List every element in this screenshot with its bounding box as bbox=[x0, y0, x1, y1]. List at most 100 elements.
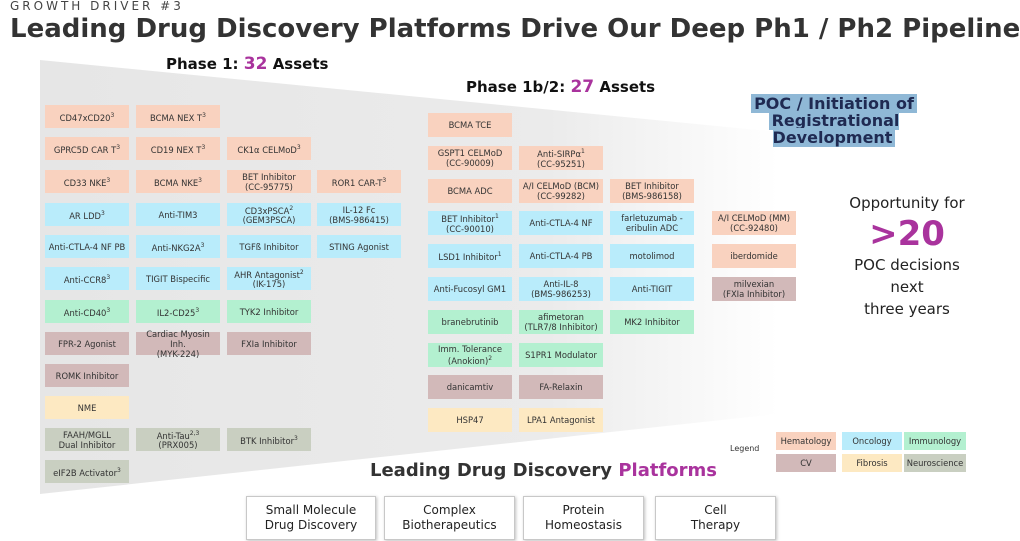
asset-subname: (CC-90009) bbox=[446, 158, 494, 168]
phase2-label: Phase 1b/2: bbox=[466, 78, 566, 96]
asset-name: ROR1 CAR-T bbox=[331, 177, 383, 188]
asset-name: Anti-SIRPα bbox=[537, 148, 582, 159]
asset-name: AR LDD bbox=[69, 210, 101, 221]
legend-swatch: Immunology bbox=[904, 432, 966, 450]
asset-footnote: 3 bbox=[100, 209, 105, 217]
asset-box: branebrutinib bbox=[428, 310, 512, 334]
poc-line1: POC / Initiation of bbox=[751, 94, 917, 113]
platform-line2: Homeostasis bbox=[545, 518, 622, 532]
asset-label: ROR1 CAR-T3 bbox=[332, 176, 386, 188]
asset-subname: (IK-175) bbox=[252, 279, 286, 290]
phase2-heading: Phase 1b/2: 27 Assets bbox=[466, 77, 655, 97]
asset-box: Anti-IL-8(BMS-986253) bbox=[519, 277, 603, 301]
asset-name: Imm. Tolerance bbox=[437, 344, 503, 355]
asset-label: S1PR1 Modulator bbox=[525, 350, 597, 360]
asset-box: CD19 NEX T3 bbox=[136, 137, 220, 160]
asset-box: AHR Antagonist2(IK-175) bbox=[227, 267, 311, 290]
asset-box: BCMA TCE bbox=[428, 113, 512, 137]
asset-box: CD3xPSCA2(GEM3PSCA) bbox=[227, 203, 311, 226]
asset-name: BCMA ADC bbox=[447, 186, 493, 196]
asset-subname: Dual Inhibitor bbox=[58, 439, 116, 450]
asset-label: branebrutinib bbox=[442, 317, 499, 327]
legend-swatch: Fibrosis bbox=[842, 454, 902, 472]
asset-footnote: 3 bbox=[106, 306, 111, 314]
asset-label: IL-12 Fc(BMS-986415) bbox=[329, 205, 389, 225]
asset-name: HSP47 bbox=[456, 415, 484, 425]
asset-label: IL2-CD253 bbox=[157, 306, 199, 318]
asset-box: NME bbox=[45, 396, 129, 419]
asset-name: Anti-IL-8 bbox=[543, 279, 579, 289]
asset-label: milvexian(FXIa Inhibitor) bbox=[723, 279, 785, 299]
asset-footnote: 3 bbox=[106, 176, 111, 184]
platform-line1: Small Molecule bbox=[265, 503, 357, 517]
asset-box: ROMK Inhibitor bbox=[45, 364, 129, 387]
asset-name: eIF2B Activator bbox=[53, 467, 118, 478]
asset-box: CK1α CELMoD3 bbox=[227, 137, 311, 160]
asset-name: A/I CELMoD (MM) bbox=[718, 213, 790, 223]
asset-box: milvexian(FXIa Inhibitor) bbox=[712, 277, 796, 301]
asset-label: BCMA ADC bbox=[447, 186, 492, 196]
asset-footnote: 3 bbox=[110, 111, 115, 119]
asset-label: Imm. Tolerance(Anokion)2 bbox=[438, 344, 502, 366]
asset-box: BCMA NEX T3 bbox=[136, 105, 220, 128]
asset-subname: (CC-90010) bbox=[446, 223, 494, 234]
asset-subname: (Anokion) bbox=[447, 355, 489, 366]
asset-name: LPA1 Antagonist bbox=[526, 415, 596, 425]
asset-footnote: 2 bbox=[299, 268, 304, 276]
asset-name: BCMA NEX T bbox=[150, 112, 203, 123]
asset-footnote: 1 bbox=[497, 251, 502, 259]
asset-footnote: 1 bbox=[581, 148, 585, 156]
phase1-count: 32 bbox=[243, 54, 268, 74]
platforms-title: Leading Drug Discovery Platforms bbox=[370, 460, 717, 481]
asset-name: S1PR1 Modulator bbox=[525, 350, 597, 360]
asset-label: FXIa Inhibitor bbox=[241, 339, 297, 349]
asset-label: Anti-TIGIT bbox=[632, 284, 673, 294]
asset-subname: (MYK-224) bbox=[156, 348, 200, 359]
phase1-label: Phase 1: bbox=[166, 55, 239, 73]
asset-label: BET Inhibitor(CC-95775) bbox=[242, 172, 296, 192]
opportunity-number: >20 bbox=[869, 214, 945, 254]
asset-label: AHR Antagonist2(IK-175) bbox=[234, 268, 304, 290]
asset-name: BET Inhibitor bbox=[441, 213, 495, 224]
asset-footnote: 3 bbox=[202, 111, 206, 119]
legend-swatch: Oncology bbox=[842, 432, 902, 450]
asset-name: afimetoran bbox=[537, 312, 584, 322]
asset-box: Anti-CTLA-4 PB bbox=[519, 244, 603, 268]
asset-label: CD33 NKE3 bbox=[64, 176, 111, 188]
asset-label: motolimod bbox=[630, 251, 675, 261]
asset-label: CK1α CELMoD3 bbox=[237, 143, 300, 155]
asset-box: Anti-TIGIT bbox=[610, 277, 694, 301]
opportunity-line3: next bbox=[890, 278, 924, 296]
asset-label: BCMA NEX T3 bbox=[150, 111, 206, 123]
asset-box: Imm. Tolerance(Anokion)2 bbox=[428, 343, 512, 367]
asset-box: GPRC5D CAR T3 bbox=[45, 137, 129, 160]
asset-name: CD3xPSCA bbox=[244, 205, 290, 216]
page-title: Leading Drug Discovery Platforms Drive O… bbox=[10, 14, 1020, 44]
asset-name: CD19 NEX T bbox=[150, 144, 202, 155]
asset-subname: (TLR7/8 Inhibitor) bbox=[524, 322, 598, 332]
asset-name: TYK2 Inhibitor bbox=[239, 306, 299, 317]
asset-name: Cardiac Myosin Inh. bbox=[146, 328, 210, 349]
asset-label: GPRC5D CAR T3 bbox=[54, 143, 120, 155]
asset-name: TIGIT Bispecific bbox=[145, 273, 211, 284]
asset-box: Anti-CTLA-4 NF PB bbox=[45, 235, 129, 258]
asset-footnote: 2 bbox=[488, 355, 493, 363]
asset-box: Anti-NKG2A3 bbox=[136, 235, 220, 258]
asset-label: Anti-CTLA-4 PB bbox=[530, 251, 593, 261]
asset-name: farletuzumab - bbox=[621, 213, 683, 223]
asset-name: BET Inhibitor bbox=[242, 171, 296, 182]
asset-name: A/I CELMoD (BCM) bbox=[522, 181, 600, 191]
asset-label: BET Inhibitor1(CC-90010) bbox=[441, 212, 499, 234]
asset-name: milvexian bbox=[733, 279, 775, 289]
asset-subname: (CC-92480) bbox=[730, 223, 778, 233]
asset-box: BCMA ADC bbox=[428, 179, 512, 203]
asset-label: iberdomide bbox=[730, 251, 778, 261]
asset-label: Anti-TIM3 bbox=[158, 210, 197, 220]
